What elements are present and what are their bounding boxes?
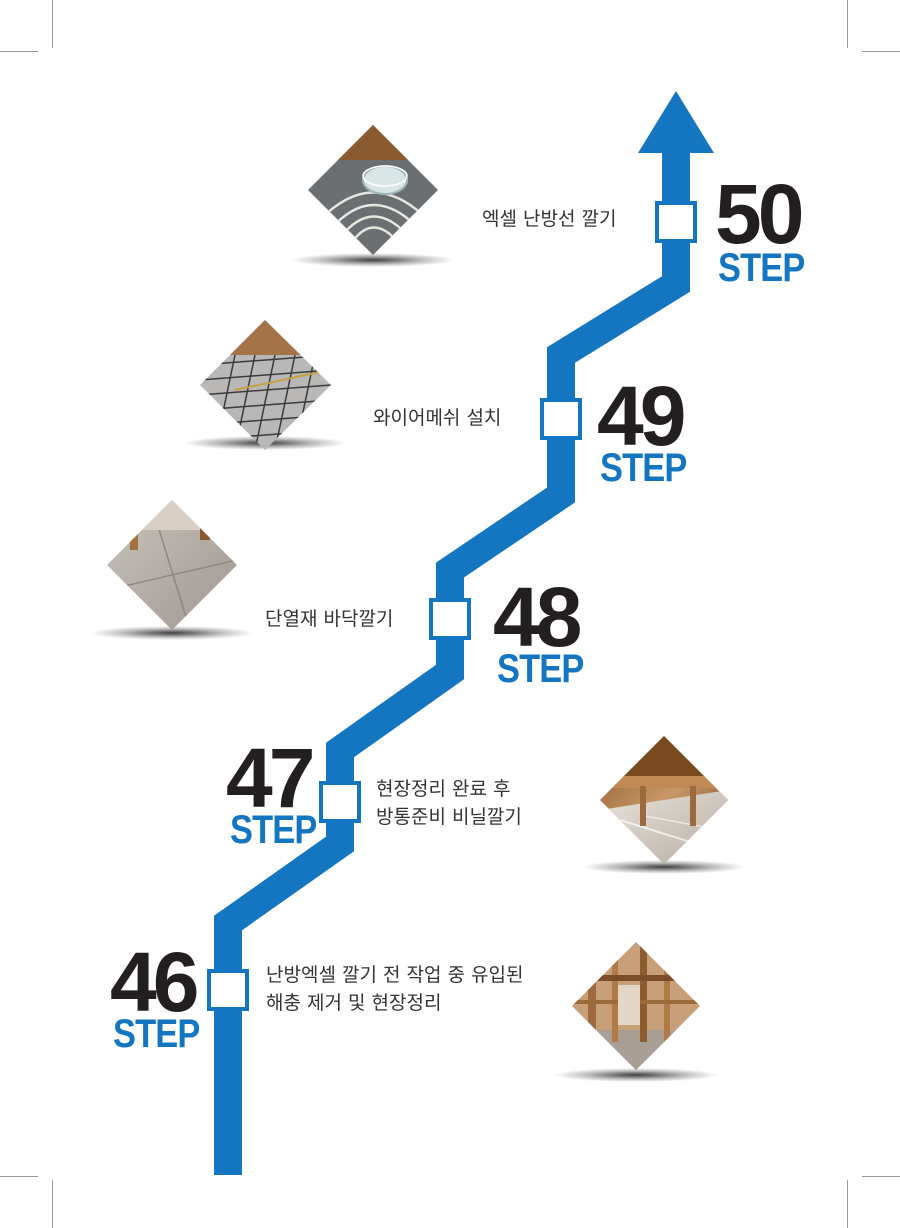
step-label-50: STEP xyxy=(718,246,805,290)
step-marker-50 xyxy=(655,201,697,243)
step-label-47: STEP xyxy=(230,808,317,852)
step-number-46: 46 xyxy=(110,935,199,1029)
crop-mark xyxy=(0,1176,38,1177)
photo-shadow xyxy=(291,253,455,267)
step-description-line: 와이어메쉬 설치 xyxy=(373,407,502,429)
step-number-49: 49 xyxy=(597,369,686,463)
step-number-50: 50 xyxy=(715,167,804,261)
step-description-47: 현장정리 완료 후 방통준비 비닐깔기 xyxy=(376,775,522,831)
step-label-46: STEP xyxy=(113,1012,200,1056)
step-marker-47 xyxy=(319,781,361,823)
step-marker-46 xyxy=(207,969,249,1011)
wire-mesh-photo-icon xyxy=(200,320,331,450)
step-description-46: 난방엑셀 깔기 전 작업 중 유입된 해충 제거 및 현장정리 xyxy=(266,961,523,1017)
photo-shadow xyxy=(554,1068,718,1082)
step-description-line: 방통준비 비닐깔기 xyxy=(376,806,522,828)
step-description-line: 난방엑셀 깔기 전 작업 중 유입된 xyxy=(266,964,524,986)
step-number-47: 47 xyxy=(226,731,315,825)
crop-mark xyxy=(52,0,53,48)
step-description-48: 단열재 바닥깔기 xyxy=(265,605,393,633)
step-description-line: 현장정리 완료 후 xyxy=(376,778,511,800)
step-label-49: STEP xyxy=(600,446,687,490)
step-description-line: 엑셀 난방선 깔기 xyxy=(482,208,617,230)
step-number-48: 48 xyxy=(493,570,582,664)
vinyl-sheet-photo-icon xyxy=(600,736,728,864)
step-description-line: 해충 제거 및 현장정리 xyxy=(266,992,442,1014)
step-label-48: STEP xyxy=(497,647,584,691)
insulation-board-photo-icon xyxy=(107,500,237,630)
step-marker-48 xyxy=(429,598,471,640)
crop-mark xyxy=(862,1176,900,1177)
arrow-head-icon xyxy=(638,91,714,153)
step-marker-49 xyxy=(540,398,582,440)
heating-pipe-photo-icon xyxy=(308,125,438,255)
crop-mark xyxy=(0,51,38,52)
construction-framing-photo-icon xyxy=(572,942,700,1070)
crop-mark xyxy=(862,51,900,52)
step-description-50: 엑셀 난방선 깔기 xyxy=(482,205,616,233)
crop-mark xyxy=(52,1180,53,1228)
crop-mark xyxy=(847,0,848,48)
crop-mark xyxy=(847,1180,848,1228)
photo-shadow xyxy=(582,860,746,874)
step-description-49: 와이어메쉬 설치 xyxy=(373,404,501,432)
step-description-line: 단열재 바닥깔기 xyxy=(265,608,394,630)
photo-shadow xyxy=(90,626,254,640)
